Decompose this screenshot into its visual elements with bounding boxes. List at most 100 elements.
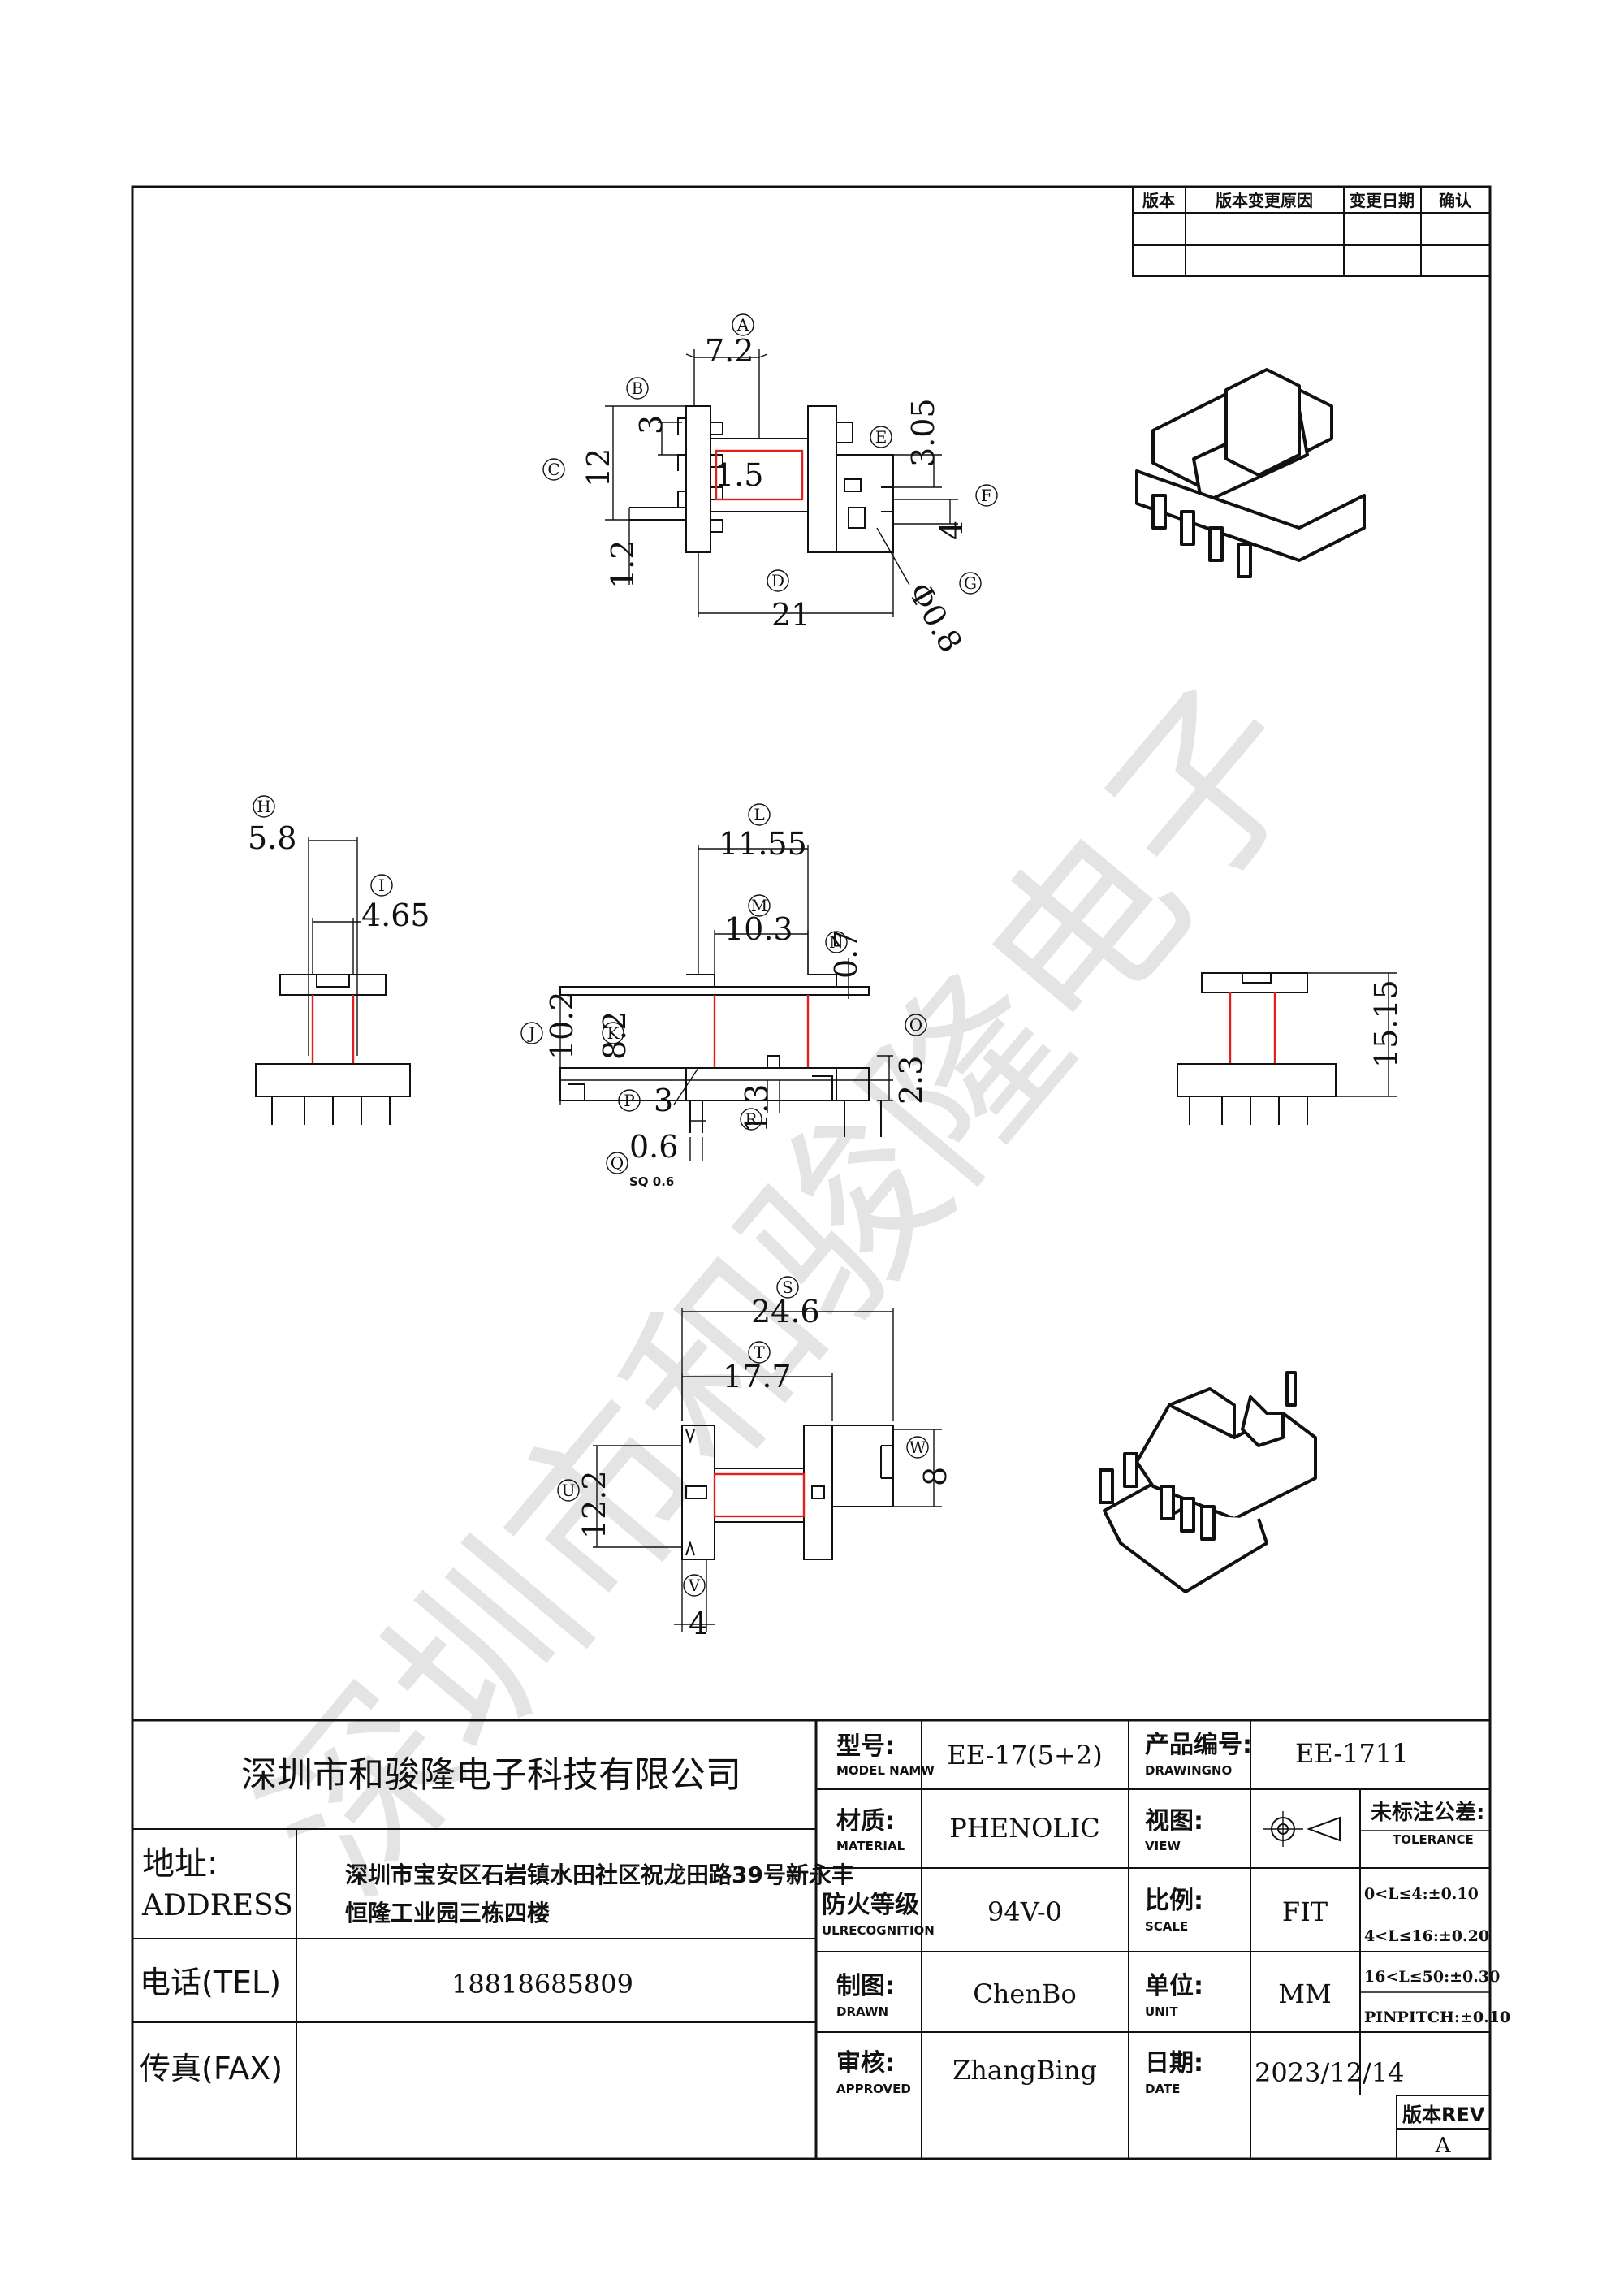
scale-sublabel: SCALE xyxy=(1145,1919,1188,1934)
dim-top-b: 3 xyxy=(633,415,669,435)
bubble-w: W xyxy=(906,1436,929,1459)
top-view: 7.2 3 12 1.5 1.2 21 3.05 4 Φ0.8 A B C D … xyxy=(542,313,998,659)
bubble-t: T xyxy=(748,1341,771,1364)
dim-top-f: 4 xyxy=(934,521,970,540)
bubble-b: B xyxy=(626,377,649,400)
bubble-d: D xyxy=(767,569,789,592)
dim-top-inner: 1.5 xyxy=(715,457,763,493)
svg-text:Q: Q xyxy=(611,1153,624,1173)
svg-text:U: U xyxy=(562,1481,576,1500)
svg-text:L: L xyxy=(754,805,764,824)
front-view: 11.55 10.3 0.7 10.2 8.2 2.3 3 1.3 0.6 SQ… xyxy=(520,803,929,1189)
projection-symbol-icon xyxy=(1263,1811,1341,1847)
svg-text:D: D xyxy=(771,571,784,590)
svg-text:W: W xyxy=(909,1438,926,1457)
address-label-en: ADDRESS xyxy=(141,1889,293,1922)
bubble-v: V xyxy=(683,1574,706,1597)
approved-sublabel: APPROVED xyxy=(836,2082,911,2096)
drawing-no-sublabel: DRAWINGNO xyxy=(1145,1763,1232,1778)
bubble-q: Q xyxy=(606,1152,628,1174)
drawn-value: ChenBo xyxy=(973,1978,1076,2009)
model-sublabel: MODEL NAMW xyxy=(836,1763,935,1778)
material-sublabel: MATERIAL xyxy=(836,1839,905,1853)
side-view-right: 15.15 xyxy=(1177,972,1404,1125)
title-block: 深圳市和骏隆电子科技有限公司 地址: ADDRESS 深圳市宝安区石岩镇水田社区… xyxy=(132,1719,1510,2159)
isometric-view-bottom xyxy=(1099,1371,1317,1593)
material-label: 材质: xyxy=(836,1807,895,1836)
unit-label: 单位: xyxy=(1145,1972,1203,2000)
dim-front-sq: SQ 0.6 xyxy=(629,1174,674,1189)
dim-front-r: 1.3 xyxy=(739,1084,775,1133)
bubble-a: A xyxy=(732,313,754,336)
bubble-e: E xyxy=(870,426,892,448)
scale-value: FIT xyxy=(1282,1896,1328,1927)
svg-text:E: E xyxy=(875,427,888,447)
dim-front-o: 2.3 xyxy=(893,1056,929,1105)
date-sublabel: DATE xyxy=(1145,2082,1180,2096)
svg-text:R: R xyxy=(745,1109,758,1129)
address-line2: 恒隆工业园三栋四楼 xyxy=(345,1900,550,1926)
flammability-label: 防火等级 xyxy=(822,1891,919,1919)
svg-text:C: C xyxy=(547,460,559,479)
material-value: PHENOLIC xyxy=(949,1813,1099,1844)
dim-front-l: 11.55 xyxy=(719,826,807,862)
rev-label: 版本REV xyxy=(1402,2104,1485,2126)
bubble-c: C xyxy=(542,458,565,481)
tolerance-sublabel: TOLERANCE xyxy=(1393,1832,1474,1847)
address-label: 地址: xyxy=(142,1845,218,1883)
dim-top-pin: 1.2 xyxy=(605,540,641,589)
tel-value: 18818685809 xyxy=(451,1969,633,2000)
dim-top-a: 7.2 xyxy=(705,333,754,369)
dim-front-q: 0.6 xyxy=(629,1129,678,1165)
tolerance-line-4: PINPITCH:±0.10 xyxy=(1364,2008,1510,2026)
bubble-h: H xyxy=(253,795,275,818)
drawn-label: 制图: xyxy=(836,1972,895,2000)
drawn-sublabel: DRAWN xyxy=(836,2004,888,2019)
dim-bottom-u: 12.2 xyxy=(577,1470,612,1539)
tel-label: 电话(TEL) xyxy=(140,1965,281,2000)
svg-text:K: K xyxy=(607,1023,620,1043)
svg-text:F: F xyxy=(981,486,992,505)
revision-header-confirm: 确认 xyxy=(1439,191,1472,210)
unit-value: MM xyxy=(1278,1978,1332,2009)
bubble-j: J xyxy=(520,1022,543,1044)
bubble-k: K xyxy=(602,1022,624,1044)
dim-top-c: 12 xyxy=(581,448,616,487)
side-view-left: 5.8 4.65 H I xyxy=(248,795,430,1125)
date-label: 日期: xyxy=(1145,2049,1203,2078)
dim-top-g: Φ0.8 xyxy=(901,577,970,659)
dim-bottom-w: 8 xyxy=(918,1467,953,1486)
dim-left-i: 4.65 xyxy=(361,897,430,933)
tolerance-line-2: 4<L≤16:±0.20 xyxy=(1364,1927,1489,1945)
tolerance-label: 未标注公差: xyxy=(1371,1800,1484,1825)
svg-text:P: P xyxy=(624,1091,634,1110)
bubble-i: I xyxy=(370,874,393,897)
view-sublabel: VIEW xyxy=(1145,1839,1181,1853)
svg-text:N: N xyxy=(829,932,844,952)
bubble-u: U xyxy=(557,1479,580,1502)
dim-bottom-v: 4 xyxy=(689,1606,708,1641)
svg-text:J: J xyxy=(527,1023,535,1043)
svg-text:T: T xyxy=(754,1343,765,1362)
drawing-frame xyxy=(131,185,1492,2160)
bottom-view: 24.6 17.7 12.2 8 4 S T U V W xyxy=(557,1276,953,1641)
bubble-o: O xyxy=(905,1014,927,1036)
model-value: EE-17(5+2) xyxy=(947,1740,1102,1771)
dim-top-d: 21 xyxy=(771,597,810,633)
bubble-f: F xyxy=(975,484,998,507)
svg-text:B: B xyxy=(632,378,644,398)
tolerance-line-1: 0<L≤4:±0.10 xyxy=(1364,1885,1479,1903)
drawing-no-value: EE-1711 xyxy=(1295,1738,1409,1769)
revision-header-date: 变更日期 xyxy=(1350,191,1415,210)
scale-label: 比例: xyxy=(1145,1887,1203,1915)
bubble-r: R xyxy=(740,1108,762,1131)
flammability-value: 94V-0 xyxy=(987,1896,1062,1927)
dim-front-m: 10.3 xyxy=(724,911,793,947)
dim-bottom-s: 24.6 xyxy=(751,1294,820,1330)
tolerance-line-3: 16<L≤50:±0.30 xyxy=(1364,1968,1500,1986)
svg-text:V: V xyxy=(688,1576,701,1595)
flammability-sublabel: ULRECOGNITION xyxy=(822,1923,935,1938)
company-name: 深圳市和骏隆电子科技有限公司 xyxy=(241,1754,741,1796)
revision-header-reason: 版本变更原因 xyxy=(1216,191,1313,210)
